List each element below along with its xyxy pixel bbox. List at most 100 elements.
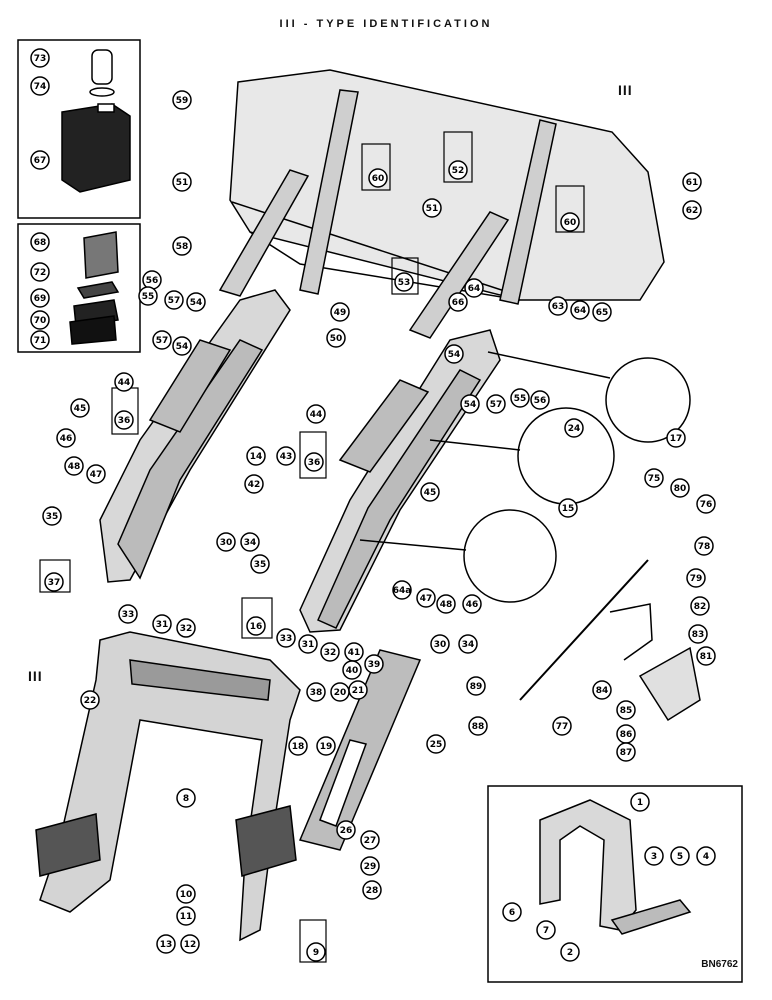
svg-text:51: 51 <box>426 204 439 214</box>
svg-text:51: 51 <box>176 178 189 188</box>
bucket-cylinders <box>148 339 430 473</box>
svg-text:18: 18 <box>292 742 305 752</box>
svg-text:1: 1 <box>637 798 643 808</box>
svg-text:68: 68 <box>34 238 47 248</box>
svg-text:2: 2 <box>567 948 573 958</box>
callout-20: 20 <box>330 682 350 702</box>
inset-box-fuel-tank <box>17 39 141 219</box>
callout-77: 77 <box>552 716 572 736</box>
svg-text:77: 77 <box>556 722 569 732</box>
control-rod <box>519 559 701 722</box>
callout-29: 29 <box>360 856 380 876</box>
svg-text:75: 75 <box>648 474 661 484</box>
svg-text:74: 74 <box>34 82 47 92</box>
svg-text:85: 85 <box>620 706 633 716</box>
svg-text:34: 34 <box>244 538 257 548</box>
svg-text:56: 56 <box>534 396 547 406</box>
svg-text:81: 81 <box>700 652 713 662</box>
svg-text:34: 34 <box>462 640 475 650</box>
svg-text:80: 80 <box>674 484 687 494</box>
callout-64a: 64a <box>392 580 412 600</box>
callout-14: 14 <box>246 446 266 466</box>
svg-text:65: 65 <box>596 308 609 318</box>
callout-60-left: 60 <box>368 168 388 188</box>
callout-68: 68 <box>30 232 50 252</box>
callout-13: 13 <box>156 934 176 954</box>
svg-text:54: 54 <box>448 350 461 360</box>
callout-7: 7 <box>536 920 556 940</box>
svg-text:52: 52 <box>452 166 465 176</box>
callout-50: 50 <box>326 328 346 348</box>
svg-text:71: 71 <box>34 336 47 346</box>
svg-text:32: 32 <box>180 624 193 634</box>
callout-87: 87 <box>616 742 636 762</box>
callout-73: 73 <box>30 48 50 68</box>
callout-31-right: 31 <box>298 634 318 654</box>
svg-text:42: 42 <box>248 480 261 490</box>
bucket-links <box>218 89 557 339</box>
svg-text:32: 32 <box>324 648 337 658</box>
callout-21: 21 <box>348 680 368 700</box>
callout-72: 72 <box>30 262 50 282</box>
mounting-frame <box>35 631 301 942</box>
svg-text:62: 62 <box>686 206 699 216</box>
callout-35-left: 35 <box>42 506 62 526</box>
callout-31-left: 31 <box>152 614 172 634</box>
svg-text:27: 27 <box>364 836 377 846</box>
callout-54-right-a: 54 <box>444 344 464 364</box>
callout-86: 86 <box>616 724 636 744</box>
callout-78: 78 <box>694 536 714 556</box>
svg-text:11: 11 <box>180 912 193 922</box>
callout-52: 52 <box>448 160 468 180</box>
callout-39: 39 <box>364 654 384 674</box>
svg-text:55: 55 <box>514 394 527 404</box>
callout-10: 10 <box>176 884 196 904</box>
svg-text:49: 49 <box>334 308 347 318</box>
svg-text:60: 60 <box>564 218 577 228</box>
callout-57-mid: 57 <box>152 330 172 350</box>
callout-16: 16 <box>246 616 266 636</box>
svg-text:50: 50 <box>330 334 343 344</box>
rollover-guard <box>539 799 692 935</box>
callout-66: 66 <box>448 292 468 312</box>
callout-12: 12 <box>180 934 200 954</box>
svg-text:24: 24 <box>568 424 581 434</box>
callout-56-right: 56 <box>530 390 550 410</box>
callout-28: 28 <box>362 880 382 900</box>
callout-47-left: 47 <box>86 464 106 484</box>
svg-text:56: 56 <box>146 276 159 286</box>
callout-45-right: 45 <box>420 482 440 502</box>
svg-text:22: 22 <box>84 696 97 706</box>
callout-11: 11 <box>176 906 196 926</box>
callout-32-left: 32 <box>176 618 196 638</box>
inset-box-guard <box>487 785 743 983</box>
svg-text:47: 47 <box>420 594 433 604</box>
svg-text:72: 72 <box>34 268 47 278</box>
svg-text:89: 89 <box>470 682 483 692</box>
svg-text:48: 48 <box>440 600 453 610</box>
svg-text:31: 31 <box>302 640 315 650</box>
svg-text:13: 13 <box>160 940 173 950</box>
svg-text:64a: 64a <box>393 586 412 596</box>
svg-text:79: 79 <box>690 574 703 584</box>
svg-text:59: 59 <box>176 96 189 106</box>
callout-9: 9 <box>306 942 326 962</box>
callout-62: 62 <box>682 200 702 220</box>
callout-15: 15 <box>558 498 578 518</box>
svg-text:25: 25 <box>430 740 443 750</box>
svg-text:39: 39 <box>368 660 381 670</box>
callout-8: 8 <box>176 788 196 808</box>
callout-1: 1 <box>630 792 650 812</box>
svg-text:16: 16 <box>250 622 263 632</box>
callout-group: 73 74 67 68 72 69 70 71 59 51 60 52 51 6… <box>30 48 716 962</box>
callout-65: 65 <box>592 302 612 322</box>
svg-text:64: 64 <box>468 284 481 294</box>
callout-74: 74 <box>30 76 50 96</box>
svg-text:37: 37 <box>48 578 61 588</box>
callout-32-right: 32 <box>320 642 340 662</box>
svg-text:5: 5 <box>677 852 683 862</box>
callout-57-right: 57 <box>486 394 506 414</box>
svg-text:61: 61 <box>686 178 699 188</box>
svg-text:84: 84 <box>596 686 609 696</box>
svg-text:30: 30 <box>220 538 233 548</box>
